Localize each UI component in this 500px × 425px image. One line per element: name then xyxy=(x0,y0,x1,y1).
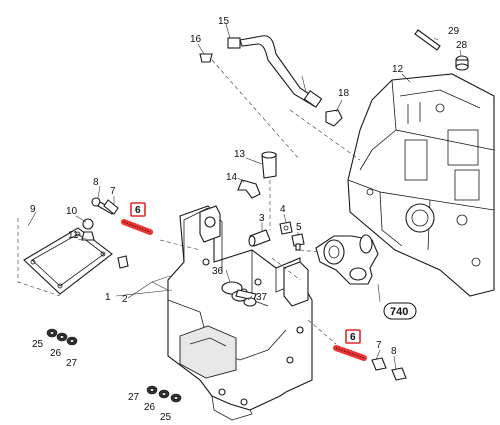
callout-5: 5 xyxy=(296,222,302,233)
callout-18: 18 xyxy=(338,88,350,99)
callout-8-lower: 8 xyxy=(391,346,397,357)
callout-11: 11 xyxy=(68,230,79,241)
reference-box-740 xyxy=(383,302,417,320)
hose-assembly xyxy=(199,35,343,127)
callout-12: 12 xyxy=(392,64,404,75)
callout-10: 10 xyxy=(66,206,78,217)
hex-key-29 xyxy=(414,29,441,51)
callout-3: 3 xyxy=(259,213,265,224)
callout-36: 36 xyxy=(212,266,224,277)
callout-9: 9 xyxy=(30,204,36,215)
callout-6-lower: 6 xyxy=(350,332,356,343)
washers-left xyxy=(46,328,78,346)
pin-3 xyxy=(248,229,271,247)
callout-28: 28 xyxy=(456,40,468,51)
callout-1: 1 xyxy=(105,292,111,303)
callout-2: 2 xyxy=(122,294,128,305)
highlight-box-6-lower xyxy=(345,329,361,344)
callout-26-lower: 26 xyxy=(144,402,156,413)
bolt-5 xyxy=(291,233,305,251)
callout-16: 16 xyxy=(190,34,202,45)
spring-6-lower xyxy=(333,345,367,361)
leader-lines xyxy=(27,23,462,371)
small-hardware-left xyxy=(81,197,129,269)
fitting-13 xyxy=(261,151,277,179)
callout-6-upper: 6 xyxy=(135,205,141,216)
callout-27-left: 27 xyxy=(66,358,78,369)
callout-15: 15 xyxy=(218,16,230,27)
linkage-740 xyxy=(315,234,379,285)
plug-28 xyxy=(455,55,469,71)
cover-plate-9 xyxy=(17,218,113,297)
callout-27-lower: 27 xyxy=(128,392,140,403)
callout-13: 13 xyxy=(234,149,246,160)
callout-8-upper: 8 xyxy=(93,177,99,188)
callout-37: 37 xyxy=(256,292,268,303)
clip-4 xyxy=(279,221,293,235)
callout-14: 14 xyxy=(226,172,238,183)
washers-lower xyxy=(146,385,182,403)
callout-26-left: 26 xyxy=(50,348,62,359)
callout-25-lower: 25 xyxy=(160,412,172,423)
callout-7-lower: 7 xyxy=(376,340,382,351)
callout-7-upper: 7 xyxy=(110,186,116,197)
spring-6-upper xyxy=(121,219,153,235)
highlight-box-6-upper xyxy=(130,202,146,217)
callout-29: 29 xyxy=(448,26,460,37)
callout-4: 4 xyxy=(280,204,286,215)
main-frame xyxy=(167,205,313,421)
housing-assembly xyxy=(347,73,495,297)
elbow-14 xyxy=(237,179,261,199)
callout-labels: 1 2 3 4 5 6 6 7 7 8 8 9 10 11 12 13 14 1… xyxy=(30,16,468,423)
callout-25-left: 25 xyxy=(32,339,44,350)
small-hardware-right xyxy=(296,326,407,381)
reference-label-740: 740 xyxy=(390,306,408,318)
